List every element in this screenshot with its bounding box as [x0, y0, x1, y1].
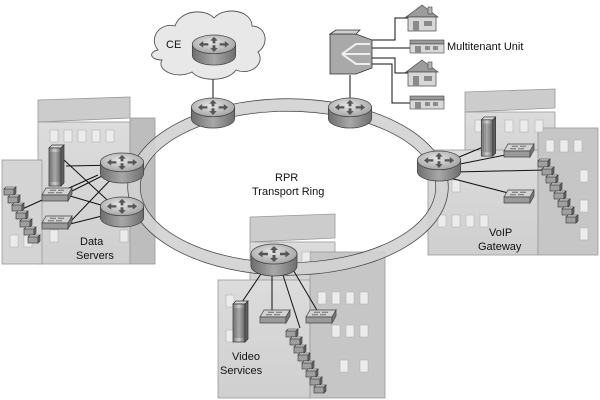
ring-label-line2: Transport Ring: [252, 186, 324, 198]
server-icon: [480, 116, 496, 157]
house-icon: [405, 59, 439, 87]
ring-label-line1: RPR: [275, 172, 298, 184]
voip-label-line2: Gateway: [478, 241, 522, 253]
router-icon: [99, 152, 145, 184]
video-services-label-line1: Video: [232, 351, 260, 363]
house-icon: [405, 4, 439, 32]
router-icon: [250, 243, 298, 277]
data-servers-label-line2: Servers: [76, 250, 114, 262]
ce-label: CE: [166, 39, 181, 51]
switch-icon: [41, 215, 73, 230]
video-services-label-line2: Services: [220, 365, 263, 377]
switch-icon: [503, 189, 535, 204]
router-icon: [191, 34, 237, 66]
voip-label-line1: VoIP: [489, 227, 512, 239]
router-icon: [99, 196, 145, 228]
office-unit-icon: [409, 95, 445, 110]
switch-icon: [503, 143, 535, 158]
multitenant-unit-label: Multitenant Unit: [447, 41, 523, 53]
office-unit-icon: [409, 39, 445, 54]
router-icon: [190, 97, 236, 129]
server-icon: [48, 144, 65, 187]
optical-mux-icon: [328, 29, 373, 75]
server-icon: [232, 300, 249, 343]
switch-icon: [305, 309, 337, 324]
router-icon: [416, 150, 462, 182]
data-servers-label-line1: Data: [80, 236, 104, 248]
switch-icon: [259, 309, 291, 324]
switch-icon: [41, 187, 73, 202]
router-icon: [327, 97, 373, 129]
